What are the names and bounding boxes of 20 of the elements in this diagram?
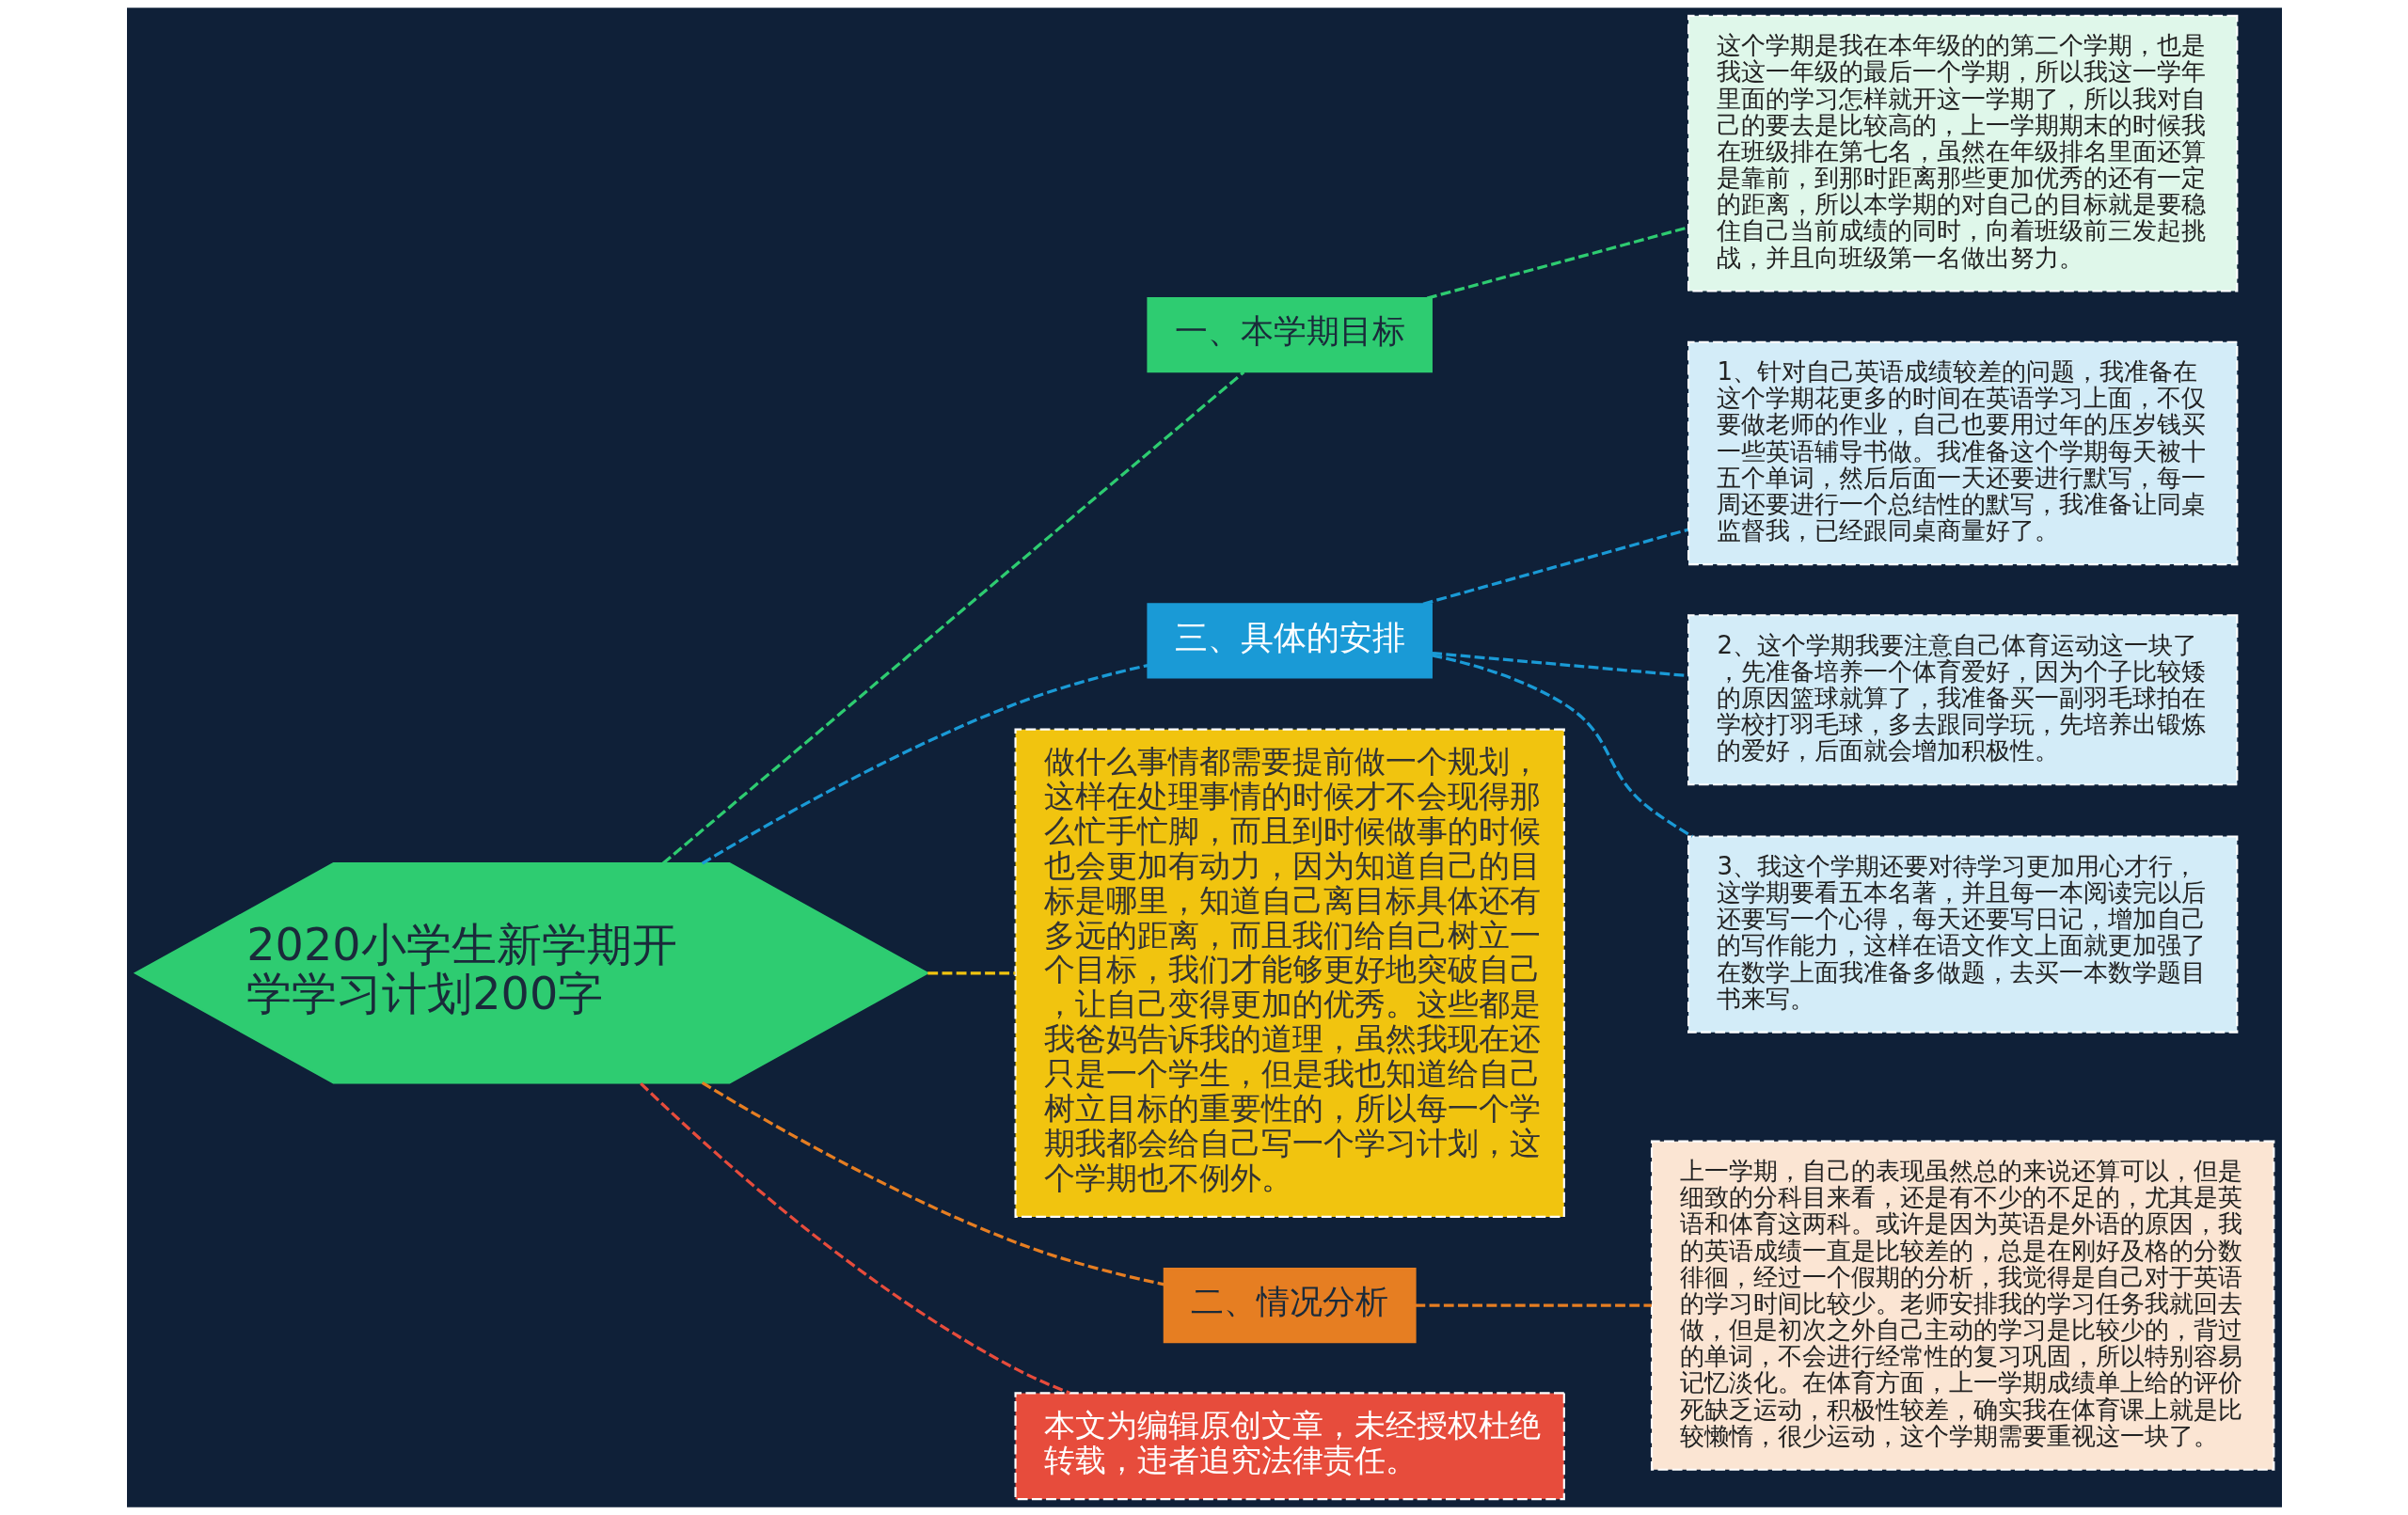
connector xyxy=(1431,651,1688,678)
node-box: 3、我这个学期还要对待学习更加用心才行，这学期要看五本名著，并且每一本阅读完以后还要写一个心得，每天还要写日记，增加自己的写作能力，这样在语文作文上面就更加强了在数学上面我准备多做题，去买一本数学题目书来写。 xyxy=(1687,835,2238,1034)
node-box: 2、这个学期我要注意自己体育运动这一块了，先准备培养一个体育爱好，因为个子比较矮的原因篮球就算了，我准备买一副羽毛球拍在学校打羽毛球，多去跟同学玩，先培养出锻炼的爱好，后面就会增加积极性。 xyxy=(1687,614,2238,786)
connector xyxy=(639,1081,1070,1395)
connector xyxy=(1415,1303,1652,1307)
node-box: 本文为编辑原创文章，未经授权杜绝转载，违者追究法律责任。 xyxy=(1013,1392,1565,1501)
connector xyxy=(927,971,1015,975)
connector xyxy=(701,1081,1164,1286)
node-box: 一、本学期目标 xyxy=(1146,297,1433,373)
node-box: 上一学期，自己的表现虽然总的来说还算可以，但是细致的分科目来看，还是有不少的不足的，尤其是英语和体育这两科。或许是因为英语是外语的原因，我的英语成绩一直是比较差的，总是在刚好及格的分数徘徊，经过一个假期的分析，我觉得是自己对于英语的学习时间比较少。老师安排我的学习任务我就回去做，但是初次之外自己主动的学习是比较少的，背过的单词，不会进行经常性的复习巩固，所以特别容易记忆淡化。在体育方面，上一学期成绩单上给的评价死缺乏运动，积极性较差，确实我在体育课上就是比较懒惰，很少运动，这个学期需要重视这一块了。 xyxy=(1650,1140,2274,1471)
connector xyxy=(661,371,1244,865)
connector xyxy=(1431,654,1693,838)
node-box: 这个学期是我在本年级的的第二个学期，也是我这一年级的最后一个学期，所以我这一学年里面的学习怎样就开这一学期了，所以我对自己的要去是比较高的，上一学期期末的时候我在班级排在第七名，虽然在年级排名里面还算是靠前，到那时距离那些更加优秀的还有一定的距离，所以本学期的对自己的目标就是要稳住自己当前成绩的同时，向着班级前三发起挑战，并且向班级第一名做出努力。 xyxy=(1687,14,2238,292)
node-box: 三、具体的安排 xyxy=(1146,603,1433,679)
node-box: 做什么事情都需要提前做一个规划，这样在处理事情的时候才不会现得那么忙手忙脚，而且到时候做事的时候也会更加有动力，因为知道自己的目标是哪里，知道自己离目标具体还有多远的距离，而且我们给自己树立一个目标，我们才能够更好地突破自己，让自己变得更加的优秀。这些都是我爸妈告诉我的道理，虽然我现在还只是一个学生，但是我也知道给自己树立目标的重要性的，所以每一个学期我都会给自己写一个学习计划，这个学期也不例外。 xyxy=(1013,728,1565,1218)
node-box: 二、情况分析 xyxy=(1163,1268,1417,1344)
connector xyxy=(1422,528,1688,606)
connector xyxy=(1426,226,1688,300)
connector xyxy=(701,663,1148,865)
node-box: 1、针对自己英语成绩较差的问题，我准备在这个学期花更多的时间在英语学习上面，不仅要做老师的作业，自己也要用过年的压岁钱买一些英语辅导书做。我准备这个学期每天被十五个单词，然后后面一天还要进行默写，每一周还要进行一个总结性的默写，我准备让同桌监督我，已经跟同桌商量好了。 xyxy=(1687,340,2238,566)
